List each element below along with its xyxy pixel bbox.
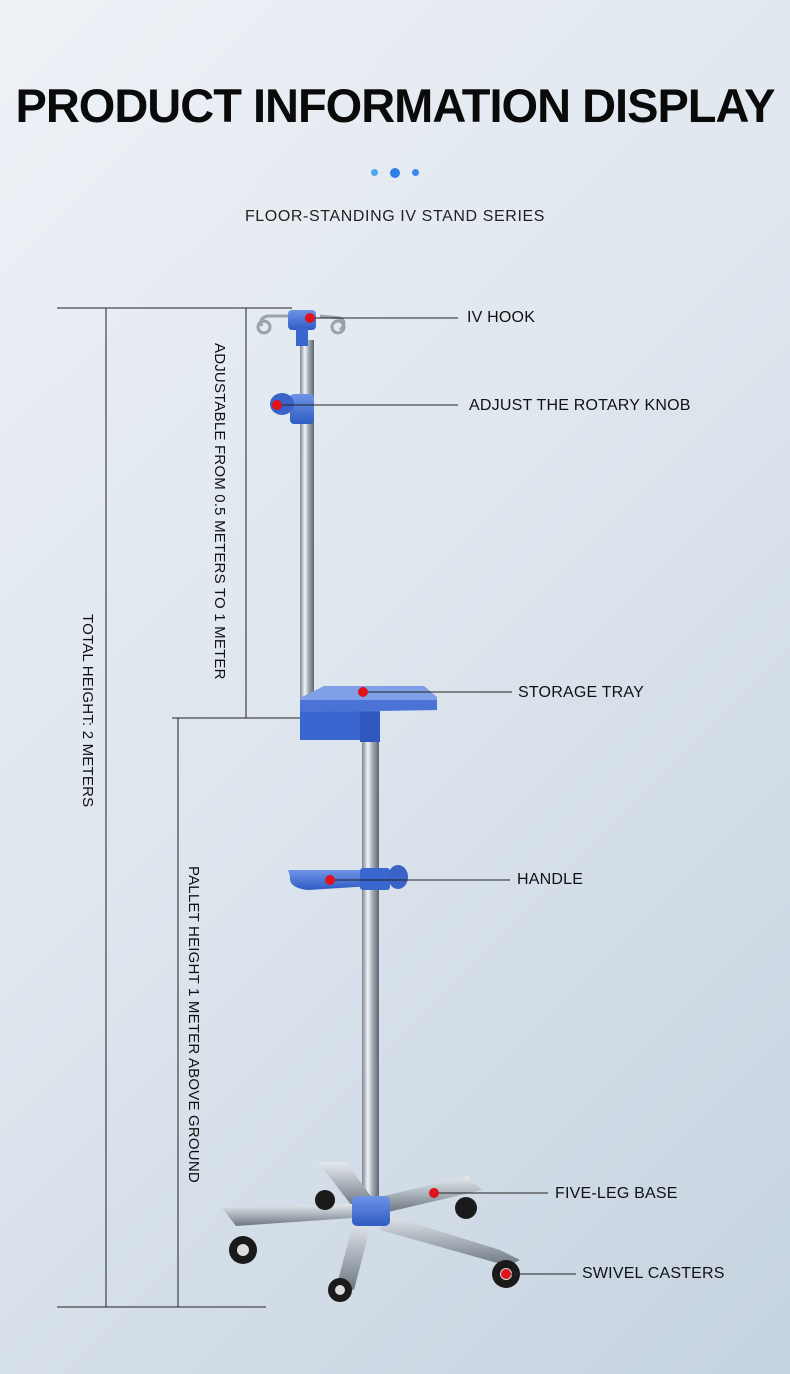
- label-storage-tray: STORAGE TRAY: [518, 684, 644, 701]
- upper-pole: [300, 340, 314, 700]
- dot-icon: [390, 167, 400, 178]
- page-title: PRODUCT INFORMATION DISPLAY: [15, 79, 776, 132]
- storage-tray: [300, 686, 437, 742]
- dot-icon: [371, 169, 378, 177]
- page-subtitle: FLOOR-STANDING IV STAND SERIES: [244, 208, 546, 225]
- iv-hook: [256, 310, 346, 346]
- label-rotary-knob: ADJUST THE ROTARY KNOB: [469, 397, 691, 414]
- dimension-adjustable-range: ADJUSTABLE FROM 0.5 METERS TO 1 METER: [211, 343, 228, 680]
- label-iv-hook: IV HOOK: [467, 309, 536, 326]
- leader-lines: [277, 317, 576, 1275]
- lower-pole: [362, 740, 379, 1210]
- label-handle: HANDLE: [517, 871, 584, 888]
- dot-icon: [412, 169, 419, 177]
- label-swivel-casters: SWIVEL CASTERS: [582, 1265, 725, 1282]
- dimension-total-height: TOTAL HEIGHT: 2 METERS: [79, 614, 96, 808]
- decorative-dots: [0, 164, 790, 182]
- five-leg-base-shape: [222, 1162, 520, 1290]
- handle: [288, 865, 408, 890]
- dimension-pallet-height: PALLET HEIGHT 1 METER ABOVE GROUND: [185, 866, 202, 1183]
- dimension-lines: [57, 307, 300, 1308]
- marker-dots: [272, 313, 511, 1279]
- label-five-leg-base: FIVE-LEG BASE: [555, 1185, 678, 1202]
